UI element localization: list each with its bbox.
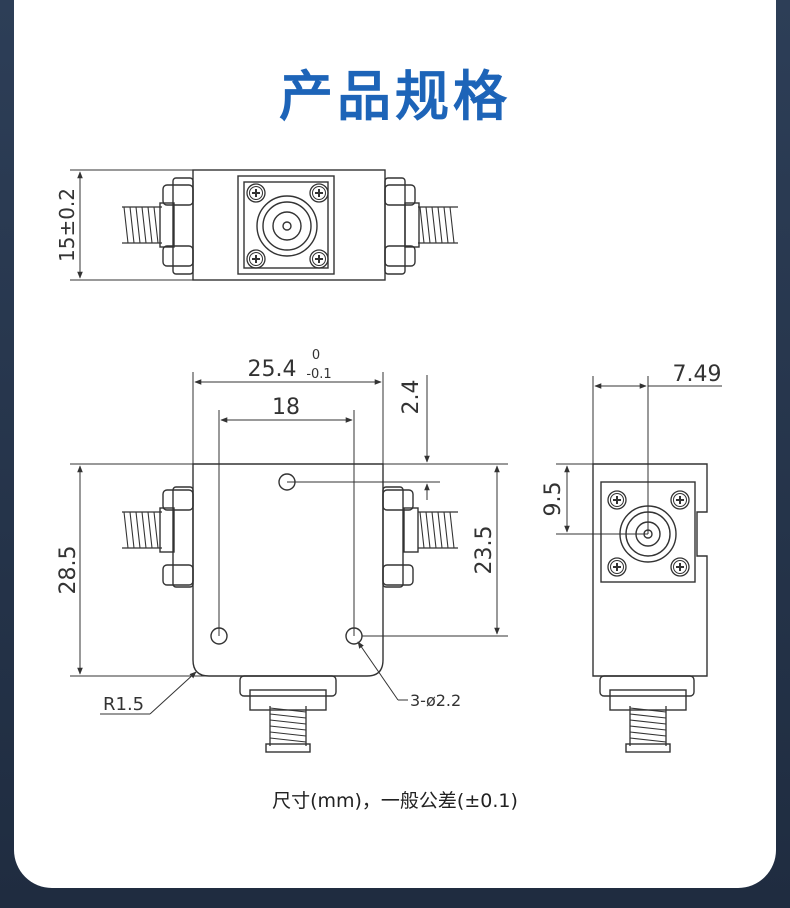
label-hole-height: 23.5	[472, 526, 497, 575]
side-dims	[556, 376, 722, 535]
side-view	[592, 463, 708, 753]
page-title: 产品规格	[279, 65, 511, 128]
label-height-top: 15±0.2	[55, 188, 79, 262]
front-dims	[70, 372, 508, 715]
label-holes: 3-ø2.2	[410, 691, 461, 710]
label-side-height: 9.5	[541, 482, 566, 517]
label-width-tol-upper: 0	[312, 348, 320, 363]
label-width-tol-lower: -0.1	[306, 367, 331, 382]
label-height-main: 28.5	[56, 546, 81, 595]
top-view	[121, 169, 459, 281]
label-hole-offset: 2.4	[399, 380, 424, 415]
dim-height-top	[70, 169, 193, 281]
label-width-main: 25.4	[248, 357, 297, 382]
dimension-caption: 尺寸(mm)，一般公差(±0.1)	[272, 790, 518, 812]
label-corner-radius: R1.5	[103, 694, 144, 715]
front-view	[121, 463, 459, 753]
label-side-offset: 7.49	[673, 362, 722, 387]
label-hole-span: 18	[272, 395, 300, 420]
